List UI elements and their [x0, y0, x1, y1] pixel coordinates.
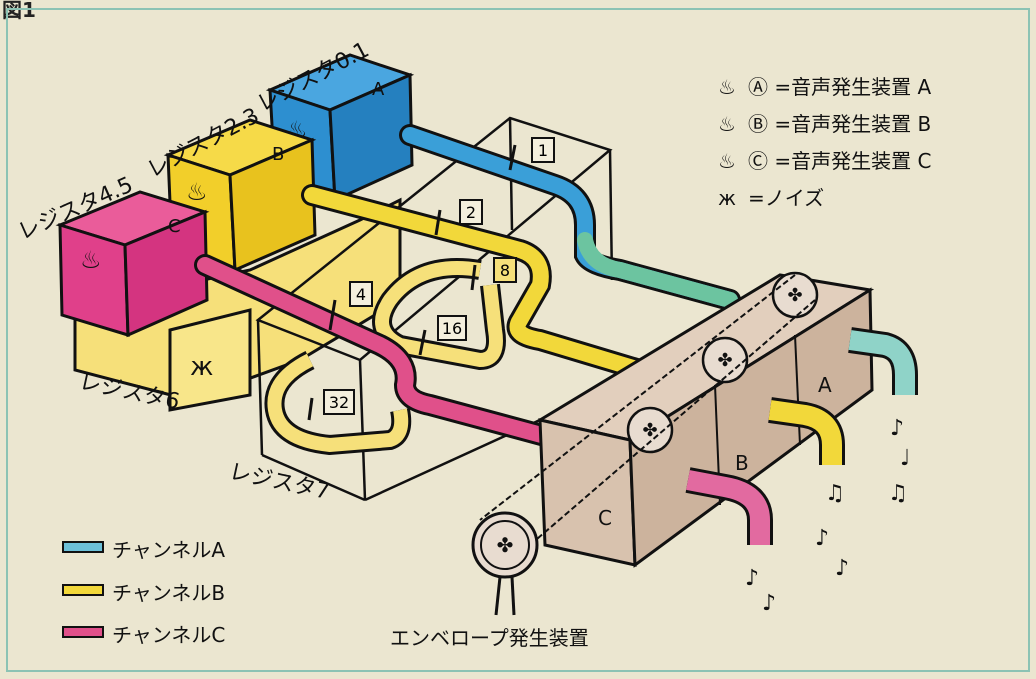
key-icon-b: ♨ [718, 112, 736, 136]
channel-c-pipe [194, 254, 571, 456]
key-icon-noise: ж [718, 186, 736, 210]
diagram-frame [6, 8, 1030, 672]
output-pipe-b [768, 397, 845, 465]
svg-text:✤: ✤ [787, 285, 802, 306]
music-note-icon: ♩ [900, 446, 910, 471]
figure-label: 図1 [2, 0, 36, 22]
key-icon-c: ♨ [718, 149, 736, 173]
music-note-icon: ♪ [815, 526, 829, 551]
key-text-a: Ⓐ =音声発生装置 A [748, 75, 931, 99]
svg-text:チャンネルB: チャンネルB [112, 581, 225, 605]
hot-spring-icon: ♨ [186, 178, 208, 206]
bit-switch-2: 2 [434, 199, 483, 236]
mixer-label-a: A [818, 373, 832, 397]
svg-text:1: 1 [538, 141, 548, 160]
fan-icon: ✤ [497, 533, 514, 557]
svg-text:8: 8 [500, 261, 510, 280]
legend-swatch [64, 543, 102, 551]
box-letter-a: A [372, 79, 385, 100]
legend-swatch [64, 628, 102, 636]
channel-legend: チャンネルA チャンネルB チャンネルC [62, 538, 225, 647]
output-pipe-c [685, 467, 773, 545]
chain [479, 274, 816, 546]
music-notes: ♪ ♩ ♫ ♫ ♪ ♪ ♪ ♪ [745, 416, 910, 616]
box-letter-c: C [168, 216, 181, 237]
output-pipe-a [848, 327, 918, 395]
legend-item-channel-b: チャンネルB [62, 581, 225, 605]
channel-b-pipe [301, 184, 701, 396]
key-icon-a: ♨ [718, 75, 736, 99]
mixer-label-b: B [735, 451, 749, 475]
legend-swatch [64, 586, 102, 594]
channel-a-pipe [399, 124, 741, 311]
register-45-box: ♨ C [55, 190, 210, 338]
music-note-icon: ♪ [835, 556, 849, 581]
bit-switch-16: 16 [418, 315, 467, 356]
fan-wheels: ✤ ✤ ✤ [626, 271, 819, 454]
bit-switch-1: 1 [508, 137, 555, 171]
svg-text:2: 2 [466, 203, 476, 222]
legend-item-channel-a: チャンネルA [62, 538, 225, 562]
bit-switch-4: 4 [328, 281, 373, 331]
svg-text:チャンネルA: チャンネルA [112, 538, 225, 562]
music-note-icon: ♪ [762, 591, 776, 616]
box-letter-b: B [272, 144, 284, 165]
key-text-b: Ⓑ =音声発生装置 B [748, 112, 931, 136]
register-7-label: レジスタ7 [227, 459, 332, 505]
music-note-icon: ♫ [888, 481, 908, 506]
svg-text:16: 16 [442, 319, 462, 338]
music-note-icon: ♪ [890, 416, 904, 441]
svg-text:チャンネルC: チャンネルC [112, 623, 225, 647]
fan-icon [626, 406, 674, 454]
noise-symbol-icon: ж [190, 352, 213, 382]
bit-switch-32: 32 [307, 389, 355, 421]
svg-text:✤: ✤ [642, 420, 657, 441]
music-note-icon: ♫ [825, 481, 845, 506]
key-text-c: Ⓒ =音声発生装置 C [748, 149, 931, 173]
fan-icon [701, 336, 749, 384]
legend-item-channel-c: チャンネルC [62, 623, 225, 647]
bit-switches: 1 2 8 4 16 32 [307, 137, 555, 421]
svg-text:32: 32 [329, 393, 349, 412]
symbol-key: ♨ Ⓐ =音声発生装置 A ♨ Ⓑ =音声発生装置 B ♨ Ⓒ =音声発生装置 … [718, 75, 931, 210]
svg-text:4: 4 [356, 285, 366, 304]
key-text-noise: =ノイズ [748, 186, 824, 210]
bit-switch-8: 8 [470, 257, 517, 291]
hot-spring-icon: ♨ [80, 246, 102, 274]
svg-text:✤: ✤ [717, 350, 732, 371]
music-note-icon: ♪ [745, 566, 759, 591]
envelope-wheel: ✤ [471, 511, 539, 616]
envelope-generator-label: エンベロープ発生装置 [390, 626, 589, 650]
mixer-label-c: C [598, 506, 612, 530]
